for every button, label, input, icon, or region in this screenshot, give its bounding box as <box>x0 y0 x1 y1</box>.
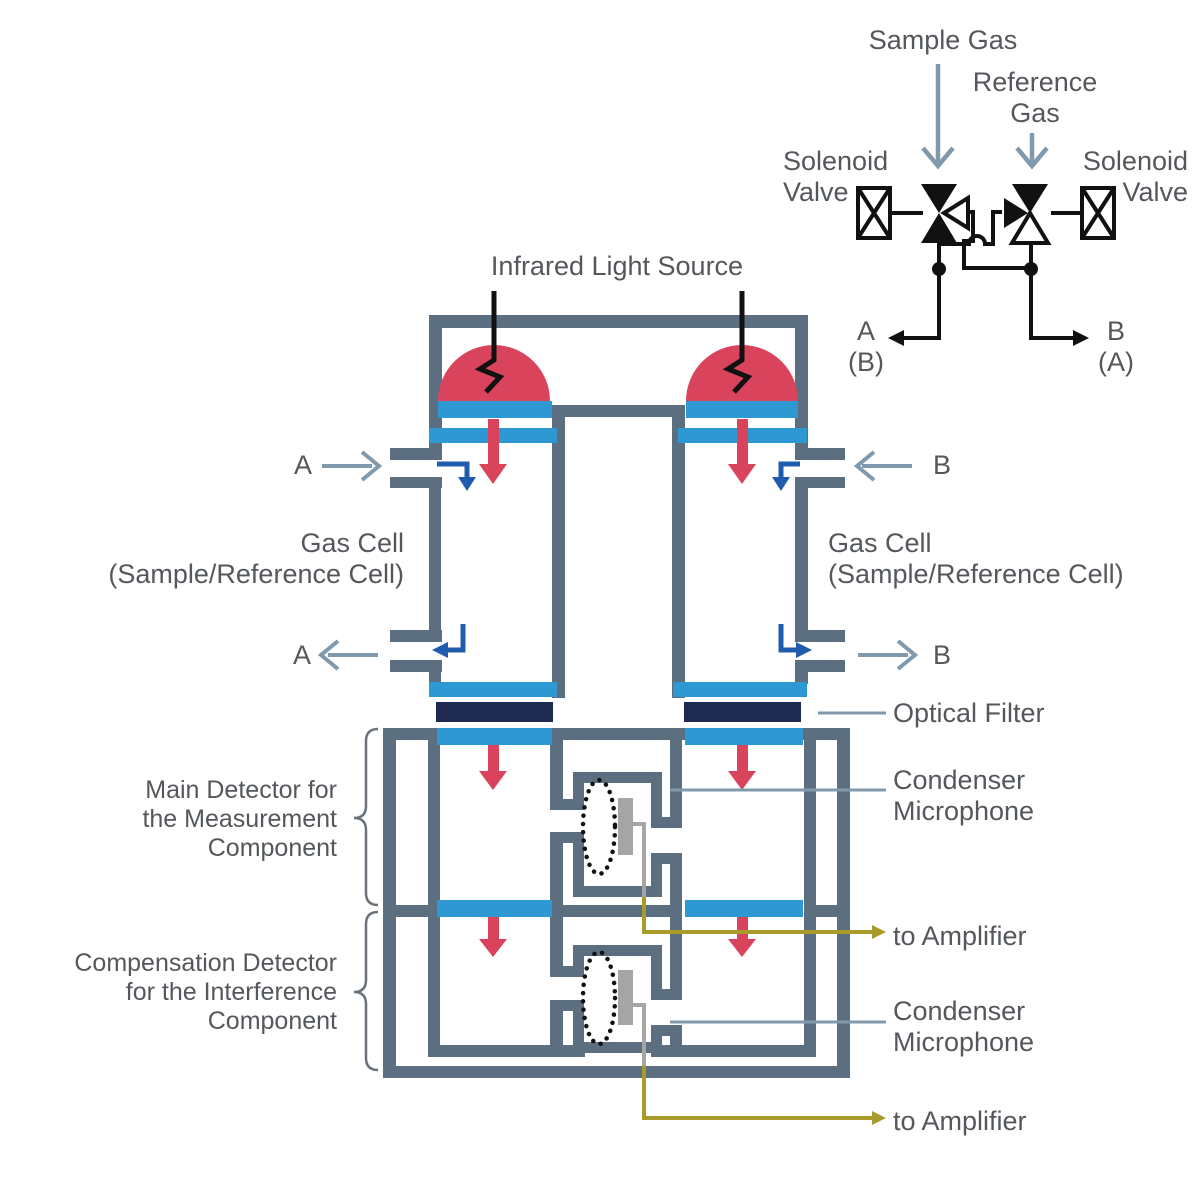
gas-flow-arrows <box>437 461 800 653</box>
amplifier-lines <box>642 897 874 1120</box>
output-a-label: A (B) <box>848 316 884 378</box>
mic-chamber-bottom-walls <box>550 917 682 1053</box>
port-b-in-label: B <box>932 450 952 480</box>
main-detector-label: Main Detector for the Measurement Compon… <box>142 776 337 862</box>
port-a-out-label: A <box>292 640 312 670</box>
infrared-light-source-label: Infrared Light Source <box>490 251 744 281</box>
compensation-detector-label: Compensation Detector for the Interferen… <box>74 949 337 1035</box>
junction-dot-right <box>1024 262 1038 276</box>
to-amplifier-bottom-label: to Amplifier <box>893 1106 1027 1136</box>
optical-windows <box>429 401 807 917</box>
valve-pipework <box>890 210 1082 340</box>
condenser-microphone-top-label: Condenser Microphone <box>893 765 1035 827</box>
gas-cell-left-label: Gas Cell (Sample/Reference Cell) <box>108 528 404 590</box>
valve-unit-schematic <box>856 64 1116 346</box>
sample-gas-arrow-icon <box>921 64 955 170</box>
out-b-arrowhead-icon <box>1073 330 1089 346</box>
output-b-label: B (A) <box>1098 316 1134 378</box>
out-a-arrowhead-icon <box>888 330 904 346</box>
to-amplifier-bottom-arrowhead-icon <box>872 1111 886 1125</box>
infrared-source-right-icon <box>686 291 798 401</box>
port-arrows <box>317 450 919 671</box>
optical-filter-left <box>436 702 553 722</box>
leader-lines <box>670 711 886 1024</box>
microphone-wires <box>633 822 646 1066</box>
solenoid-valve-left-label: Solenoid Valve <box>783 146 889 208</box>
condenser-microphone-bottom-icon <box>580 949 633 1047</box>
optical-filter-right <box>684 702 801 722</box>
detector-braces <box>353 727 379 1072</box>
port-b-out-label: B <box>932 640 952 670</box>
port-a-in-label: A <box>293 450 313 480</box>
gas-cell-walls <box>390 405 845 698</box>
to-amplifier-top-label: to Amplifier <box>893 921 1027 951</box>
condenser-microphone-top-icon <box>580 777 633 877</box>
solenoid-valve-right-label: Solenoid Valve <box>1082 146 1188 208</box>
to-amplifier-top-arrowhead-icon <box>872 925 886 939</box>
junction-dot-left <box>932 262 946 276</box>
infrared-source-left-icon <box>438 291 550 401</box>
gas-cell-right-label: Gas Cell (Sample/Reference Cell) <box>828 528 1124 590</box>
reference-gas-label: Reference Gas <box>972 67 1098 129</box>
mic-chamber-top-walls <box>550 740 682 907</box>
three-way-valve-left-icon <box>921 184 970 243</box>
light-path-arrows <box>479 419 756 957</box>
sample-gas-label: Sample Gas <box>868 25 1018 55</box>
gas-flow-arrowheads <box>432 477 812 658</box>
condenser-microphone-bottom-label: Condenser Microphone <box>893 996 1035 1058</box>
solenoid-valve-left-icon <box>856 186 892 240</box>
three-way-valve-right-icon <box>1004 184 1052 245</box>
reference-gas-arrow-icon <box>1015 133 1049 170</box>
optical-filter-label: Optical Filter <box>893 698 1045 728</box>
